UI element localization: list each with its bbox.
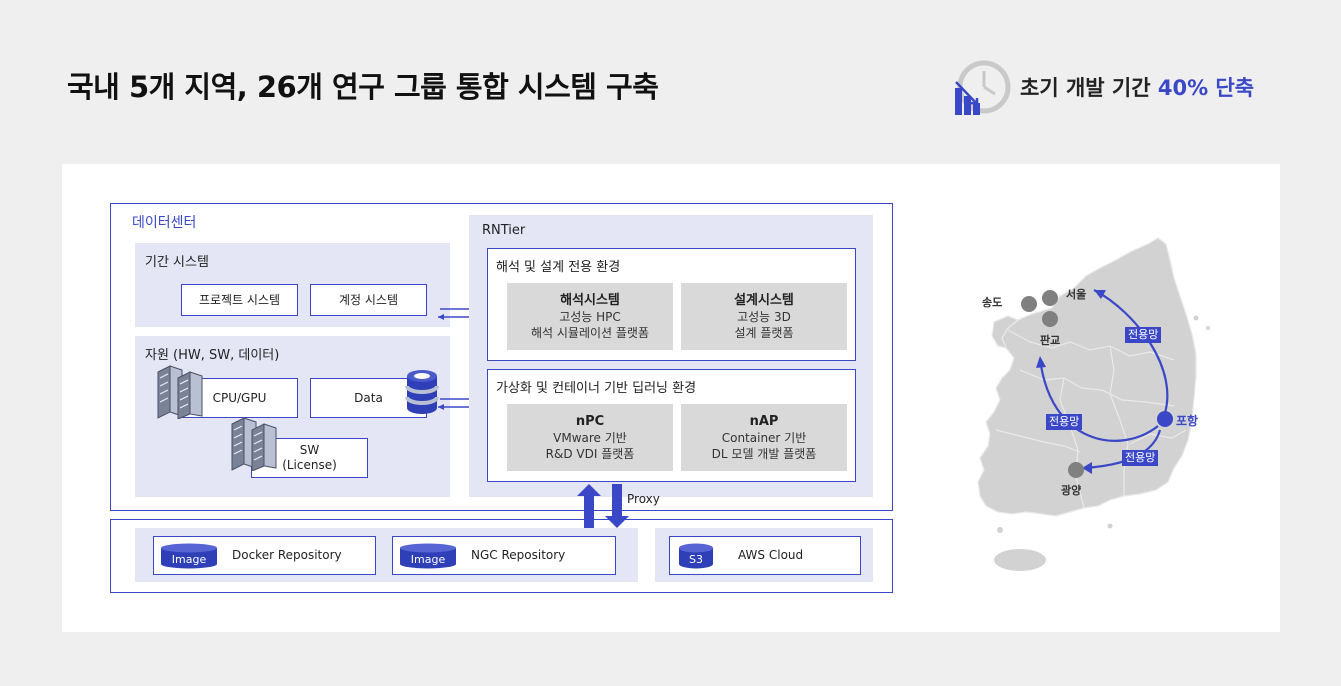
core-systems-title: 기간 시스템 (145, 255, 209, 270)
server-rack-icon (230, 416, 280, 472)
card-line: R&D VDI 플랫폼 (545, 446, 635, 461)
city-label-pohang: 포항 (1176, 414, 1199, 428)
clock-chart-icon (953, 58, 1013, 118)
proxy-label: Proxy (627, 492, 660, 506)
docker-repository-box: Image Docker Repository (153, 536, 376, 575)
rntier-title: RNTier (482, 223, 526, 238)
sw-label: SW (299, 443, 320, 457)
image-cylinder-icon: Image (399, 543, 457, 569)
datacenter-frame (110, 203, 893, 511)
card-line: 설계 플랫폼 (734, 325, 794, 340)
nap-card: nAP Container 기반 DL 모델 개발 플랫폼 (681, 404, 847, 471)
s3-cylinder-icon: S3 (678, 543, 714, 569)
card-name: nAP (749, 413, 779, 429)
card-line: 고성능 HPC (559, 309, 621, 324)
card-line: DL 모델 개발 플랫폼 (711, 446, 817, 461)
card-line: 해석 시뮬레이션 플랫폼 (530, 325, 650, 340)
jeju-island (994, 549, 1046, 571)
card-line: VMware 기반 (553, 430, 627, 445)
badge-highlight: 40% 단축 (1157, 76, 1255, 100)
city-label-gwangyang: 광양 (1061, 484, 1082, 497)
repo-name: AWS Cloud (738, 548, 804, 562)
npc-card: nPC VMware 기반 R&D VDI 플랫폼 (507, 404, 673, 471)
dev-period-badge: 초기 개발 기간 40% 단축 (1020, 72, 1254, 102)
image-cylinder-icon: Image (160, 543, 218, 569)
license-label: (License) (282, 458, 337, 472)
card-name: 해석시스템 (560, 292, 620, 308)
card-name: 설계시스템 (734, 292, 794, 308)
design-system-card: 설계시스템 고성능 3D 설계 플랫폼 (681, 283, 847, 350)
resources-title: 자원 (HW, SW, 데이터) (145, 348, 280, 363)
aws-cloud-box: S3 AWS Cloud (669, 536, 861, 575)
city-label-seoul: 서울 (1066, 288, 1087, 301)
card-line: Container 기반 (721, 430, 807, 445)
card-name: nPC (575, 413, 605, 429)
city-label-pangyo: 판교 (1040, 334, 1061, 347)
server-rack-icon (156, 364, 206, 420)
page-title: 국내 5개 지역, 26개 연구 그룹 통합 시스템 구축 (67, 70, 659, 104)
card-line: 고성능 3D (737, 309, 791, 324)
repo-name: Docker Repository (232, 548, 342, 562)
dedicated-network-tag: 전용망 (1046, 414, 1083, 430)
dedicated-network-tag: 전용망 (1125, 327, 1162, 343)
dl-env-title: 가상화 및 컨테이너 기반 딥러닝 환경 (496, 381, 697, 396)
database-icon (405, 368, 439, 416)
project-system-box: 프로젝트 시스템 (181, 284, 298, 316)
dedicated-network-tag: 전용망 (1122, 450, 1159, 466)
datacenter-title: 데이터센터 (132, 215, 197, 231)
map-northwest (991, 315, 1020, 349)
repo-name: NGC Repository (471, 548, 566, 562)
analysis-system-card: 해석시스템 고성능 HPC 해석 시뮬레이션 플랫폼 (507, 283, 673, 350)
badge-prefix: 초기 개발 기간 (1020, 76, 1151, 100)
ngc-repository-box: Image NGC Repository (392, 536, 616, 575)
city-label-songdo: 송도 (982, 296, 1003, 309)
analysis-env-title: 해석 및 설계 전용 환경 (496, 260, 621, 275)
map-landmass (977, 237, 1197, 517)
korea-map (960, 230, 1220, 580)
s3-tag: S3 (689, 552, 703, 566)
proxy-arrows-icon (574, 484, 630, 528)
account-system-box: 계정 시스템 (310, 284, 427, 316)
image-tag: Image (410, 552, 446, 566)
image-tag: Image (171, 552, 207, 566)
repository-frame (110, 519, 893, 593)
